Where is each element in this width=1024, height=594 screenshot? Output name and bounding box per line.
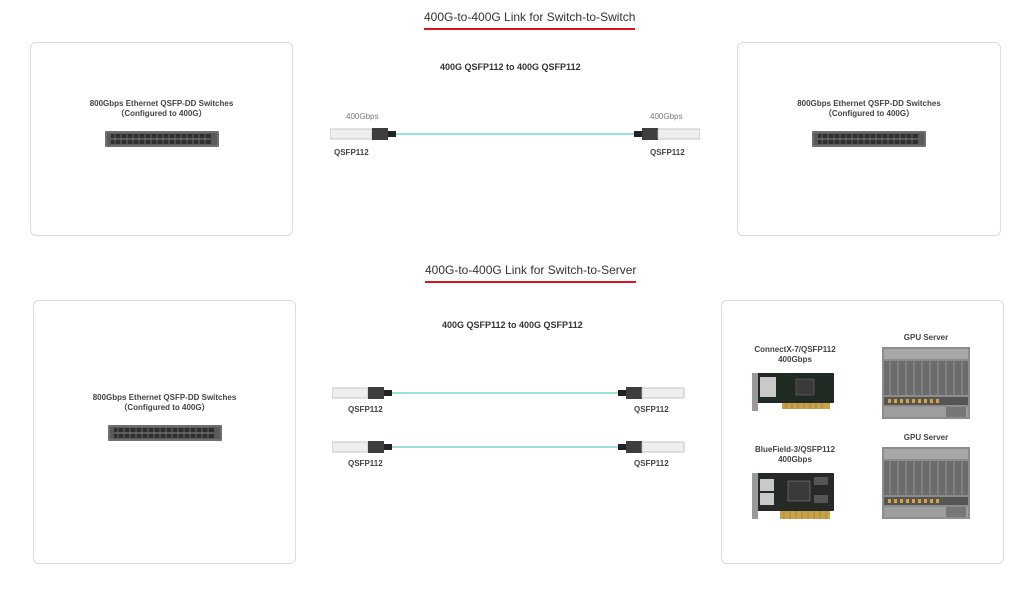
switch-note: （Configured to 400G） [116,109,207,118]
cable-1-right-port: QSFP112 [634,405,669,414]
switch-name: 800Gbps Ethernet QSFP-DD Switches [92,393,237,402]
title-underline [425,281,637,283]
server-1-label: GPU Server [903,333,949,342]
switch-note: （Configured to 400G） [823,109,915,118]
right-port-label: QSFP112 [650,148,685,157]
left-rate-label: 400Gbps [346,112,379,121]
switch-note: （Configured to 400G） [119,403,210,412]
nic-1-name: ConnectX-7/QSFP112 [754,345,836,354]
section-title-switch-to-switch: 400G-to-400G Link for Switch-to-Switch [424,10,636,30]
section-title-text: 400G-to-400G Link for Switch-to-Switch [424,10,636,24]
switch-name: 800Gbps Ethernet QSFP-DD Switches [797,99,941,108]
connectx-7-card-icon [752,371,836,411]
section-title-text: 400G-to-400G Link for Switch-to-Server [425,263,637,277]
title-underline [424,28,636,30]
cable-1 [332,385,686,401]
cable-2-right-port: QSFP112 [634,459,669,468]
cable-switch-to-switch [330,126,700,142]
nic-1-rate: 400Gbps [778,355,812,364]
switch-icon [108,425,222,441]
link-title: 400G QSFP112 to 400G QSFP112 [440,62,581,72]
left-switch-box-2: 800Gbps Ethernet QSFP-DD Switches （Confi… [33,300,296,564]
server-box: ConnectX-7/QSFP112 400Gbps GPU Server [721,300,1004,564]
switch-name: 800Gbps Ethernet QSFP-DD Switches [89,99,234,108]
gpu-server-icon [882,347,970,419]
left-switch-box: 800Gbps Ethernet QSFP-DD Switches （Confi… [30,42,293,236]
cable-2 [332,439,686,455]
nic-2-rate: 400Gbps [778,455,812,464]
gpu-server-icon [882,447,970,519]
server-2-label: GPU Server [903,433,949,442]
section-title-switch-to-server: 400G-to-400G Link for Switch-to-Server [425,263,637,283]
nic-2-name: BlueField-3/QSFP112 [754,445,836,454]
bluefield-3-card-icon [752,471,836,521]
right-rate-label: 400Gbps [650,112,683,121]
switch-icon [812,131,926,147]
left-port-label: QSFP112 [334,148,369,157]
switch-icon [105,131,219,147]
cable-2-left-port: QSFP112 [348,459,383,468]
cable-1-left-port: QSFP112 [348,405,383,414]
link-title: 400G QSFP112 to 400G QSFP112 [442,320,583,330]
right-switch-box: 800Gbps Ethernet QSFP-DD Switches （Confi… [737,42,1001,236]
